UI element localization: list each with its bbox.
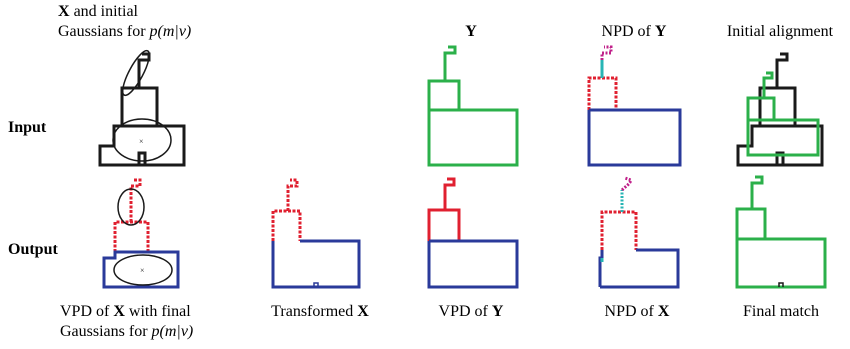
caption-bottom-transformed-x: Transformed X <box>271 303 369 320</box>
caption-top-npd-y: NPD of Y <box>601 23 667 40</box>
caption-bottom-vpd-y: VPD of Y <box>438 303 504 320</box>
panel-x-initial: × <box>98 49 186 167</box>
panel-vpd-y <box>427 177 519 289</box>
caption-bottom-final-match: Final match <box>743 303 819 320</box>
caption-top-x: X and initial <box>58 3 138 20</box>
svg-text:×: × <box>139 137 144 146</box>
svg-text:×: × <box>140 266 145 275</box>
caption-bottom-vpd-x-line2: Gaussians for p(m|v) <box>60 323 194 340</box>
row-label-input: Input <box>8 119 47 136</box>
gaussian-ellipse-top <box>121 49 151 97</box>
panel-vpd-x: × <box>102 178 180 289</box>
panel-final-match <box>735 175 827 289</box>
panel-npd-y <box>587 45 682 167</box>
caption-bottom-npd-x: NPD of X <box>604 303 670 320</box>
caption-top-initial-alignment: Initial alignment <box>726 23 834 40</box>
gaussian-ellipse-bottom <box>112 118 172 162</box>
panel-initial-alignment <box>736 52 824 167</box>
row-label-output: Output <box>8 241 58 258</box>
caption-top-y: Y <box>465 23 477 40</box>
shape-y-outline <box>427 79 519 167</box>
caption-bottom-vpd-x: VPD of X with final <box>60 303 191 320</box>
panel-npd-x <box>598 176 680 289</box>
panel-y <box>427 45 519 167</box>
caption-top-x-line2: Gaussians for p(m|v) <box>58 23 192 40</box>
panel-transformed-x <box>271 178 361 289</box>
